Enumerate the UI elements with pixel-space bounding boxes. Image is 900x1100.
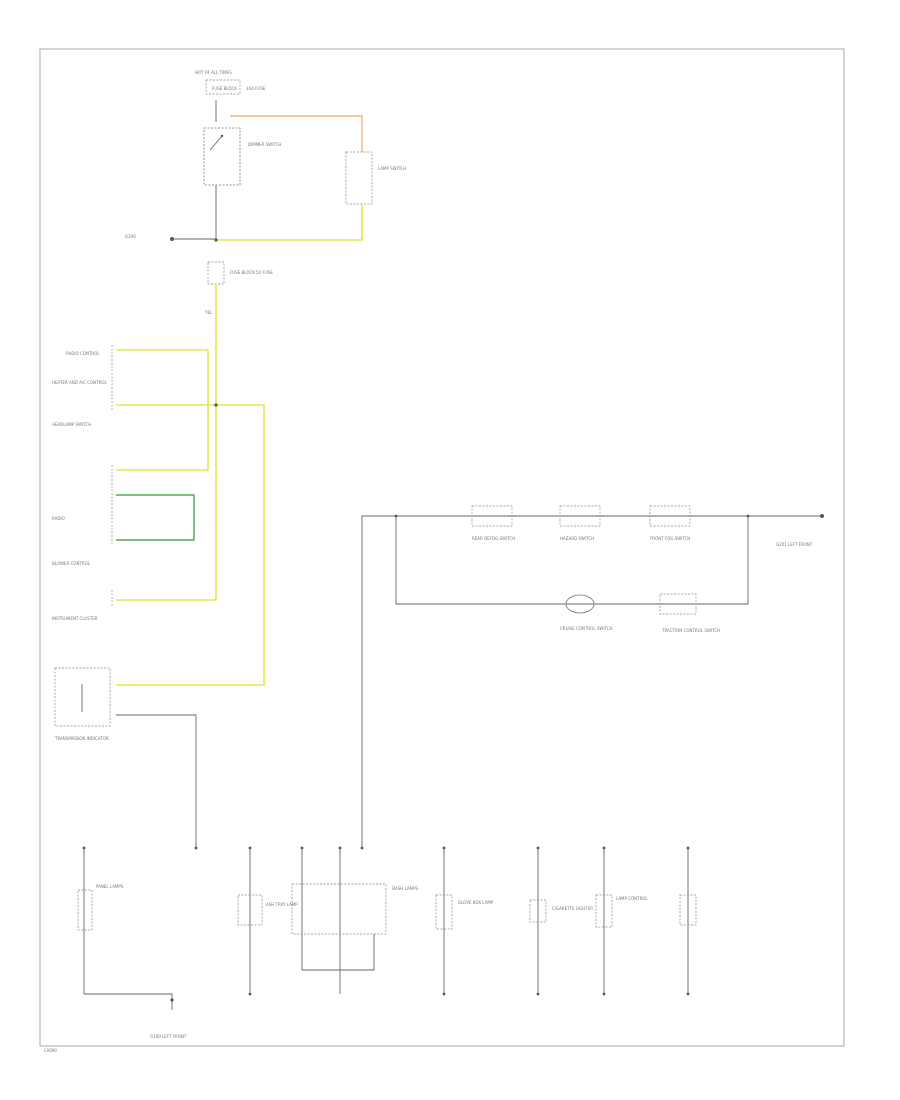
col-5-top [360,846,364,850]
col-3-top [300,846,304,850]
col-8-bottom [602,992,606,996]
comp-front-fog [649,505,691,527]
label-hazard: HAZARD SWITCH [560,536,594,541]
wire-lamp-upper [361,515,748,848]
ground-bottom-symbol [170,998,174,1002]
wire-green [116,494,195,541]
label-glove-box: GLOVE BOX LAMP [458,900,494,905]
label-ground-right: G201 LEFT FRONT [776,542,813,547]
col-2-comp [237,894,263,926]
label-rear-defog: REAR DEFOG SWITCH [472,536,515,541]
ground-left-symbol [170,237,174,241]
col-7-comp [529,899,547,923]
label-cruise: CRUISE CONTROL SWITCH [560,626,613,631]
label-fuse-top: 10A FUSE [246,86,266,91]
comp-traction [659,593,697,615]
label-headlamp-switch: HEADLAMP SWITCH [52,422,91,427]
label-traction: TRACTION CONTROL SWITCH [661,628,720,633]
page-id: C0090 [44,1048,57,1053]
label-front-fog: FRONT FOG SWITCH [650,536,690,541]
label-lamp-control: LAMP CONTROL [616,896,648,901]
lamp-switch-box [345,151,373,205]
label-blower-ctrl: BLOWER CONTROL [52,561,91,566]
col-1-top [82,846,86,850]
col-8-comp [595,894,613,928]
label-dash-lamps: DASH LAMPS [392,886,418,891]
label-fuse-mid: 5A FUSE [256,270,273,275]
wire-yellow-lamp-return [216,204,363,241]
label-dimmer: DIMMER SWITCH [248,142,281,147]
col-2-top [248,846,252,850]
wire-yellow-outer [116,404,265,686]
col-2-bottom [248,992,252,996]
wire-orange [230,115,363,152]
label-fuse-block-top: FUSE BLOCK [212,86,237,91]
col-7-top [536,846,540,850]
comp-hazard [559,505,601,527]
label-instrument-cluster: INSTRUMENT CLUSTER [52,616,98,621]
yellow-bus-section: RADIO CONTROL HEATER AND A/C CONTROL HEA… [52,284,265,850]
col-8-top [602,846,606,850]
wire-yellow-main [116,284,217,601]
splice-mid [214,403,218,407]
top-power-section: HOT AT ALL TIMES FUSE BLOCK 10A FUSE DIM… [125,70,406,315]
col-4-top [338,846,342,850]
dimmer-node [220,134,224,138]
col-7-bottom [536,992,540,996]
dimmer-contact [209,135,223,151]
diagram-frame [39,48,845,1047]
label-radio-ctrl: RADIO CONTROL [66,351,100,356]
label-ground-left: G200 [125,234,136,239]
wire-indicator-down [116,714,197,848]
label-ash-tray: ASH TRAY LAMP [266,902,298,907]
col-6-comp [435,894,453,930]
col-6-bottom [442,992,446,996]
label-ground-bottom: G100 LEFT FRONT [150,1034,187,1039]
transmission-indicator-box [54,667,111,727]
fuse-mid [207,261,225,285]
col-9-comp [679,894,697,926]
label-yel: YEL [204,310,213,315]
col-1-ground-wire [84,993,173,1010]
col-9-top [686,846,690,850]
wire-lamp-lower [395,516,749,605]
label-fuse-block-mid: FUSE BLOCK [230,270,255,275]
bottom-lamps-section: PANEL LAMPS G100 LEFT FRONT ASH TRAY LAM… [77,846,697,1039]
comp-rear-defog [471,505,513,527]
label-lamp-switch: LAMP SWITCH [378,166,406,171]
col-1-comp [77,889,93,931]
label-hot-at-all-times: HOT AT ALL TIMES [195,70,232,75]
comp-cruise [565,594,595,614]
dash-lamps-module [291,883,387,935]
col-3-return [302,934,375,971]
node-indicator [194,846,198,850]
dimmer-switch-box [203,127,241,186]
label-panel-lamps: PANEL LAMPS [96,884,124,889]
ground-right-symbol [820,514,824,518]
fuse-top [205,79,241,95]
wire-yellow-loop [116,349,209,471]
col-6-top [442,846,446,850]
col-9-bottom [686,992,690,996]
lamp-control-section: REAR DEFOG SWITCH HAZARD SWITCH FRONT FO… [361,505,824,848]
splice-ladder [394,514,398,518]
label-cigarette-lighter: CIGARETTE LIGHTER [552,906,593,911]
label-radio: RADIO [52,516,65,521]
label-heater-ac: HEATER AND A/C CONTROL [52,380,108,385]
label-transmission-indicator: TRANSMISSION INDICATOR [54,736,109,741]
